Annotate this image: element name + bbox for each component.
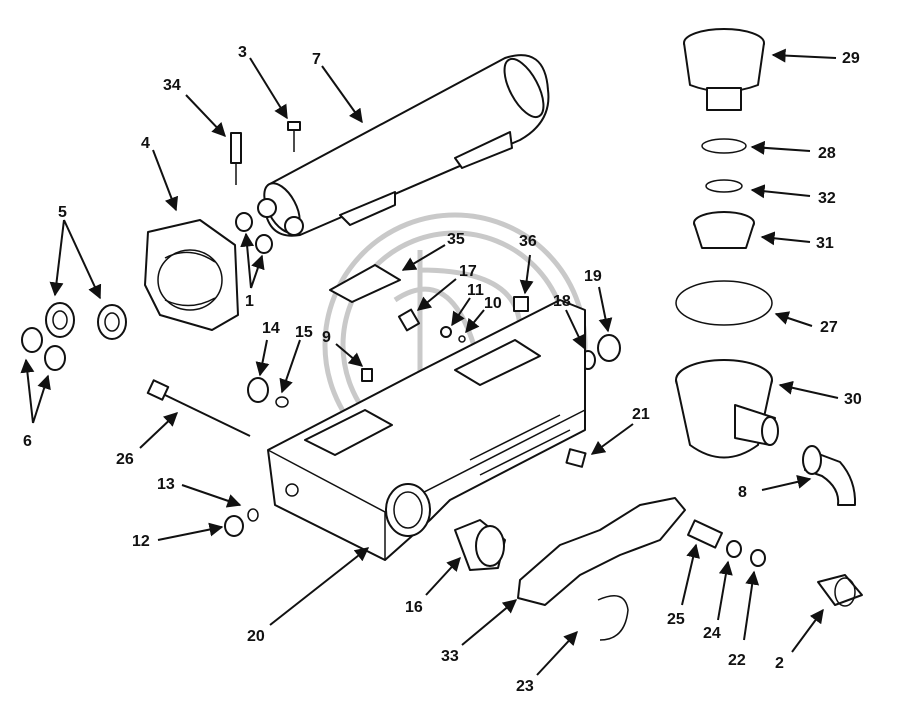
o-ring-1b <box>255 234 273 254</box>
cooler-cylinder <box>257 54 550 237</box>
callout-30: 30 <box>844 391 862 408</box>
callout-1: 1 <box>245 293 254 310</box>
callout-24: 24 <box>703 625 721 642</box>
callout-22: 22 <box>728 652 746 669</box>
seal-27 <box>675 280 773 326</box>
callout-2: 2 <box>775 655 784 672</box>
plug-12 <box>224 515 244 537</box>
callout-5: 5 <box>58 204 67 221</box>
washer-13 <box>247 508 259 522</box>
main-body-20 <box>267 299 586 561</box>
callout-26: 26 <box>116 451 134 468</box>
callout-36: 36 <box>519 233 537 250</box>
callout-11: 11 <box>467 282 484 299</box>
callout-28: 28 <box>818 145 836 162</box>
fitting-2 <box>817 574 863 607</box>
bolt-3 <box>287 121 301 152</box>
callout-6: 6 <box>23 433 32 450</box>
callout-19: 19 <box>584 268 602 285</box>
callout-7: 7 <box>312 51 321 68</box>
gasket-33 <box>517 497 686 606</box>
callout-20: 20 <box>247 628 265 645</box>
fitting-21 <box>565 448 587 468</box>
bolt-26 <box>146 379 251 437</box>
small-fittings <box>247 296 621 408</box>
callout-10: 10 <box>484 295 502 312</box>
snap-ring-23 <box>597 595 629 641</box>
callout-33: 33 <box>441 648 459 665</box>
callout-34: 34 <box>163 77 181 94</box>
sleeve-5 <box>45 302 127 340</box>
callout-35: 35 <box>447 231 465 248</box>
leader-lines <box>20 48 839 676</box>
o-ring-1a <box>235 212 253 232</box>
flange-4 <box>144 219 239 331</box>
elbow-fitting-8 <box>802 445 857 506</box>
nut-31 <box>693 211 755 249</box>
callout-4: 4 <box>141 135 150 152</box>
callout-31: 31 <box>816 235 834 252</box>
callout-13: 13 <box>157 476 175 493</box>
callout-9: 9 <box>322 329 331 346</box>
callout-25: 25 <box>667 611 685 628</box>
o-ring-28 <box>701 138 747 154</box>
housing-30 <box>675 359 779 459</box>
callout-17: 17 <box>459 263 477 280</box>
o-ring-32 <box>705 179 743 193</box>
callout-27: 27 <box>820 319 838 336</box>
seal-ring-6 <box>21 327 66 371</box>
thermostat-16 <box>454 519 506 571</box>
callout-32: 32 <box>818 190 836 207</box>
callout-labels: 1 2 3 4 5 6 7 8 9 10 11 12 13 14 15 16 1… <box>23 44 862 695</box>
plate-35 <box>329 264 401 303</box>
callout-18: 18 <box>553 293 571 310</box>
callout-14: 14 <box>262 320 280 337</box>
callout-16: 16 <box>405 599 423 616</box>
spring-25 <box>687 519 723 549</box>
ring-22 <box>750 549 766 567</box>
callout-3: 3 <box>238 44 247 61</box>
callout-8: 8 <box>738 484 747 501</box>
callout-29: 29 <box>842 50 860 67</box>
callout-23: 23 <box>516 678 534 695</box>
washer-24 <box>726 540 742 558</box>
callout-21: 21 <box>632 406 650 423</box>
stud-34 <box>230 132 242 185</box>
callout-15: 15 <box>295 324 313 341</box>
filter-cap-29 <box>683 28 765 111</box>
callout-12: 12 <box>132 533 150 550</box>
